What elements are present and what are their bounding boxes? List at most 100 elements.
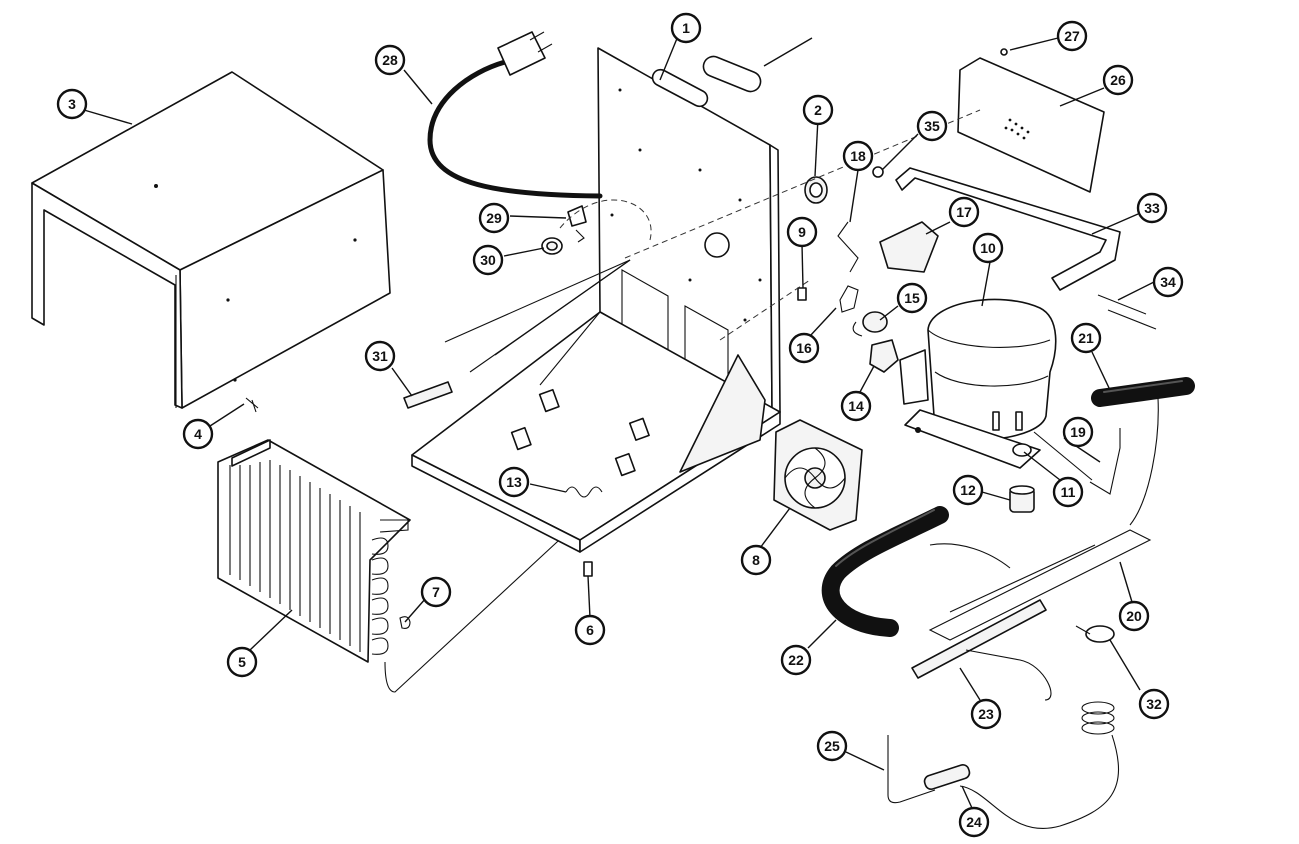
callout-32: 32 [1138, 688, 1170, 720]
callouts: 1 2 3 4 5 6 7 8 9 10 11 12 13 14 15 16 1… [56, 12, 1184, 838]
part-screw-27 [1000, 48, 1008, 56]
callout-25: 25 [816, 730, 848, 762]
callout-28: 28 [374, 44, 406, 76]
callout-22: 22 [780, 644, 812, 676]
callout-12: 12 [952, 474, 984, 506]
callout-19-label: 19 [1070, 424, 1086, 440]
callout-15-label: 15 [904, 290, 920, 306]
callout-leaders [83, 35, 1155, 809]
part-washer-11 [1012, 443, 1032, 457]
callout-35-label: 35 [924, 118, 940, 134]
callout-10-label: 10 [980, 240, 996, 256]
callout-33-label: 33 [1144, 200, 1160, 216]
callout-6: 6 [574, 614, 606, 646]
callout-1-label: 1 [682, 20, 690, 36]
callout-32-label: 32 [1146, 696, 1162, 712]
part-nut-35 [872, 166, 884, 178]
part-mounting-bracket [895, 167, 1121, 291]
callout-35: 35 [916, 110, 948, 142]
callout-26: 26 [1102, 64, 1134, 96]
callout-12-label: 12 [960, 482, 976, 498]
part-terminal-cover [879, 221, 939, 273]
callout-17: 17 [948, 196, 980, 228]
callout-26-label: 26 [1110, 72, 1126, 88]
part-spring-clip-13 [565, 486, 603, 498]
callout-20: 20 [1118, 600, 1150, 632]
callout-5: 5 [226, 646, 258, 678]
callout-19: 19 [1062, 416, 1094, 448]
callout-20-label: 20 [1126, 608, 1142, 624]
part-hose-22 [821, 506, 949, 637]
part-evaporator [928, 529, 1152, 641]
part-terminal-block-31 [403, 381, 453, 409]
callout-6-label: 6 [586, 622, 594, 638]
callout-33: 33 [1136, 192, 1168, 224]
callout-31: 31 [364, 340, 396, 372]
part-clip-16 [839, 285, 859, 313]
callout-9: 9 [786, 216, 818, 248]
part-top-gasket [702, 37, 813, 93]
callout-34: 34 [1152, 266, 1184, 298]
part-condenser-fan [773, 419, 863, 531]
callout-31-label: 31 [372, 348, 388, 364]
callout-24-label: 24 [966, 814, 982, 830]
callout-14: 14 [840, 390, 872, 422]
callout-21: 21 [1070, 322, 1102, 354]
callout-7-label: 7 [432, 584, 440, 600]
callout-15: 15 [896, 282, 928, 314]
cover-vent-holes [1004, 118, 1030, 140]
part-tube-23 [911, 599, 1052, 701]
callout-11: 11 [1052, 476, 1084, 508]
callout-7: 7 [420, 576, 452, 608]
callout-14-label: 14 [848, 398, 864, 414]
part-filter-drier [923, 763, 971, 791]
callout-18: 18 [842, 140, 874, 172]
part-cabinet-cover [31, 71, 391, 409]
callout-24: 24 [958, 806, 990, 838]
part-screw-4 [245, 397, 259, 413]
part-tube-19 [1033, 428, 1121, 495]
part-overload-15 [852, 311, 888, 337]
callout-17-label: 17 [956, 204, 972, 220]
callout-29-label: 29 [486, 210, 502, 226]
part-screw-9 [797, 287, 807, 301]
callout-1: 1 [670, 12, 702, 44]
callout-22-label: 22 [788, 652, 804, 668]
part-grommet-12 [1009, 485, 1035, 513]
part-compressor [899, 298, 1057, 469]
part-condenser [217, 439, 571, 693]
part-relay-14 [869, 339, 899, 373]
part-clip-7 [399, 616, 411, 629]
callout-10: 10 [972, 232, 1004, 264]
part-wire-harness [444, 199, 652, 373]
callout-29: 29 [478, 202, 510, 234]
condenser-tube-bends [371, 519, 409, 655]
callout-23: 23 [970, 698, 1002, 730]
callout-8-label: 8 [752, 552, 760, 568]
callout-30-label: 30 [480, 252, 496, 268]
part-hose-21 [1091, 377, 1195, 526]
assembly-line-2 [719, 279, 811, 341]
callout-25-label: 25 [824, 738, 840, 754]
callout-3-label: 3 [68, 96, 76, 112]
part-clamp-32 [1075, 625, 1115, 643]
part-grommet-2 [804, 176, 828, 204]
condenser-fins [229, 460, 361, 652]
part-strain-relief-29 [567, 205, 587, 243]
part-grommet-30 [541, 237, 563, 255]
callout-16-label: 16 [796, 340, 812, 356]
callout-16: 16 [788, 332, 820, 364]
part-tube-25 [887, 735, 936, 804]
callout-30: 30 [472, 244, 504, 276]
callout-9-label: 9 [798, 224, 806, 240]
part-cover-plate [957, 57, 1105, 193]
callout-4-label: 4 [194, 426, 202, 442]
callout-27-label: 27 [1064, 28, 1080, 44]
callout-34-label: 34 [1160, 274, 1176, 290]
part-bracket-18 [837, 221, 859, 273]
part-screw-6 [583, 561, 593, 577]
callout-11-label: 11 [1061, 484, 1076, 500]
callout-3: 3 [56, 88, 88, 120]
callout-18-label: 18 [850, 148, 866, 164]
part-capillary-coil [959, 701, 1120, 829]
